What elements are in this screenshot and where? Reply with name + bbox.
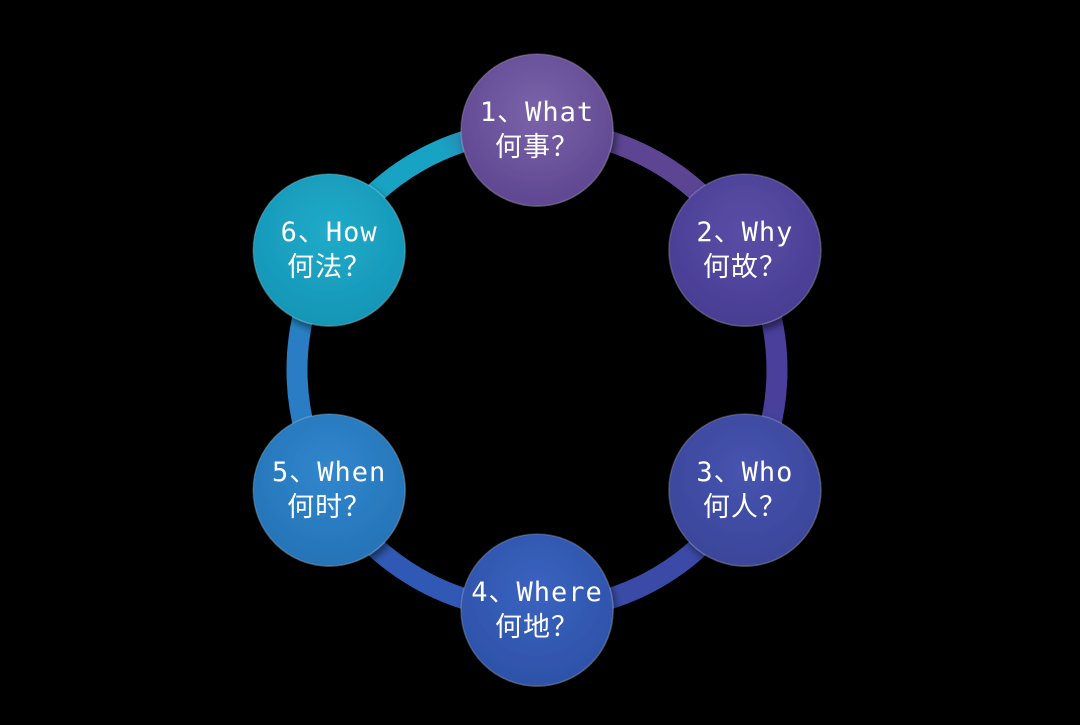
node-circle-what [460, 53, 614, 207]
cycle-node-who: 3、Who 何人？ [668, 413, 822, 567]
node-label-how-en: 6、How [281, 217, 378, 248]
node-label-why-en: 2、Why [696, 217, 793, 248]
node-label-when-en: 5、When [272, 457, 386, 488]
node-circle-how [252, 173, 406, 327]
cycle-node-how: 6、How 何法？ [252, 173, 406, 327]
cycle-node-why: 2、Why 何故？ [668, 173, 822, 327]
cycle-node-when: 5、When 何时？ [252, 413, 406, 567]
node-circle-when [252, 413, 406, 567]
node-circle-why [668, 173, 822, 327]
node-label-what-en: 1、What [480, 97, 594, 128]
node-label-why-cn: 何故？ [703, 252, 787, 283]
node-label-how-cn: 何法？ [287, 252, 371, 283]
node-label-who-cn: 何人？ [703, 492, 787, 523]
cycle-node-where: 4、Where 何地？ [460, 533, 614, 687]
node-label-when-cn: 何时？ [287, 492, 371, 523]
node-label-where-cn: 何地？ [495, 612, 579, 643]
node-circle-who [668, 413, 822, 567]
node-label-what-cn: 何事？ [495, 132, 579, 163]
node-label-where-en: 4、Where [471, 577, 603, 608]
node-label-who-en: 3、Who [696, 457, 793, 488]
node-circle-where [460, 533, 614, 687]
cycle-node-what: 1、What 何事？ [460, 53, 614, 207]
